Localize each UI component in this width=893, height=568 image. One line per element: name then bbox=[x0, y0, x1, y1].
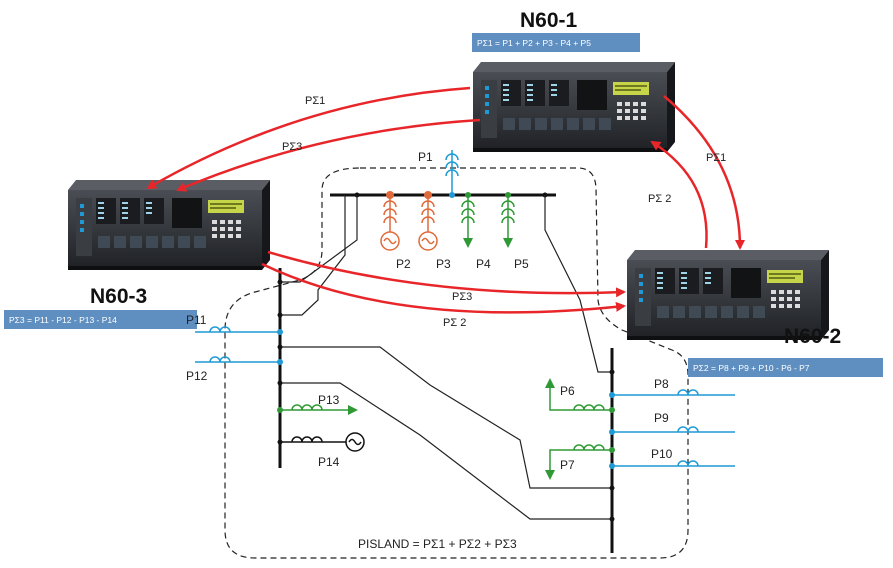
right-bus bbox=[545, 348, 735, 553]
flow-label: PΣ1 bbox=[706, 152, 726, 164]
measurement-label: P4 bbox=[476, 257, 491, 271]
relay-n60-3 bbox=[68, 180, 270, 270]
equation-box-n60-1 bbox=[472, 33, 640, 52]
relay-device-icon bbox=[68, 180, 270, 270]
relay-title-n60-3: N60-3 bbox=[90, 285, 147, 308]
measurement-label: P3 bbox=[436, 257, 451, 271]
equation-box-n60-3 bbox=[4, 310, 197, 329]
flow-arrow-icon bbox=[261, 262, 626, 314]
measurement-label: P12 bbox=[186, 369, 208, 383]
island-equation: PISLAND = PΣ1 + PΣ2 + PΣ3 bbox=[358, 537, 517, 551]
flow-arrow-icon bbox=[267, 250, 626, 298]
flow-arrows bbox=[146, 86, 745, 314]
top-bus bbox=[330, 150, 556, 198]
measurement-label: P14 bbox=[318, 455, 340, 469]
flow-label: PΣ1 bbox=[305, 95, 325, 107]
measurement-label: P10 bbox=[651, 447, 673, 461]
relay-device-icon bbox=[473, 62, 675, 152]
measurement-label: P8 bbox=[654, 377, 669, 391]
measurement-label: P6 bbox=[560, 384, 575, 398]
load-feeder-p5 bbox=[501, 192, 515, 248]
flow-label: PΣ 2 bbox=[443, 317, 466, 329]
measurement-label: P13 bbox=[318, 393, 340, 407]
flow-label: PΣ 2 bbox=[648, 193, 671, 205]
left-bus bbox=[195, 268, 365, 468]
equation-n60-1: PΣ1 = P1 + P2 + P3 - P4 + P5 bbox=[477, 38, 591, 48]
relay-title-n60-2: N60-2 bbox=[784, 325, 841, 348]
relay-n60-1 bbox=[473, 62, 675, 152]
load-feeder-p4 bbox=[461, 192, 475, 248]
measurement-label: P1 bbox=[418, 150, 433, 164]
relay-title-n60-1: N60-1 bbox=[520, 9, 578, 32]
flow-arrow-icon bbox=[650, 140, 708, 249]
measurement-label: P2 bbox=[396, 257, 411, 271]
equation-n60-3: PΣ3 = P11 - P12 - P13 - P14 bbox=[9, 315, 117, 325]
measurement-label: P7 bbox=[560, 458, 575, 472]
flow-arrow-icon bbox=[663, 95, 745, 250]
measurement-label: P5 bbox=[514, 257, 529, 271]
flow-label: PΣ3 bbox=[282, 141, 302, 153]
island-boundary bbox=[224, 167, 689, 559]
equation-n60-2: PΣ2 = P8 + P9 + P10 - P6 - P7 bbox=[693, 363, 810, 373]
measurement-label: P9 bbox=[654, 411, 669, 425]
flow-arrow-icon bbox=[176, 118, 481, 192]
tie-lines bbox=[280, 195, 612, 520]
generator-feeder-p2 bbox=[380, 191, 400, 251]
flow-label: PΣ3 bbox=[452, 291, 472, 303]
measurement-label: P11 bbox=[186, 313, 207, 327]
flow-arrow-icon bbox=[146, 86, 471, 190]
generator-feeder-p3 bbox=[418, 191, 438, 251]
equation-box-n60-2 bbox=[688, 358, 883, 377]
